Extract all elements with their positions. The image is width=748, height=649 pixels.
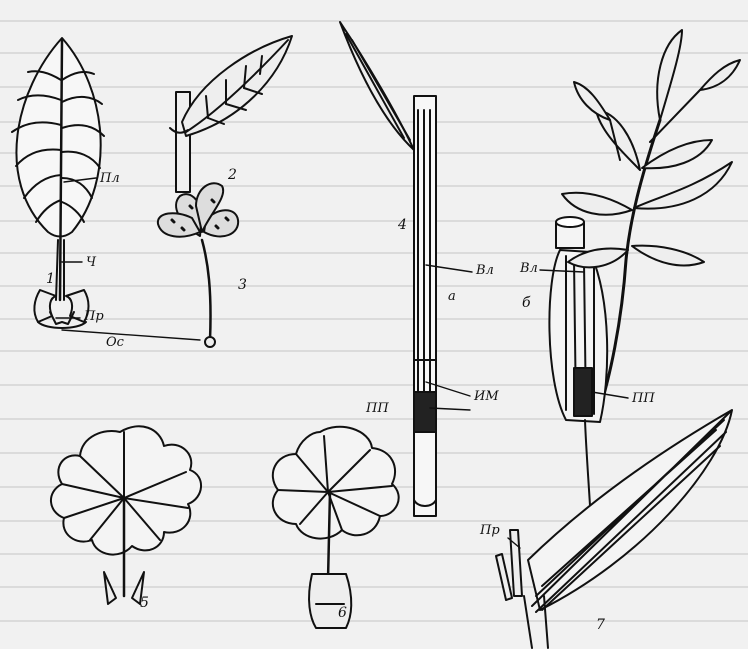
figure-letter-b: б <box>522 296 531 310</box>
leaf-b-compound-sheathing <box>549 30 740 540</box>
figure-number-4: 4 <box>398 218 407 232</box>
label-stipules-1: Пр <box>84 310 104 323</box>
label-sheath-4: Вл <box>476 264 494 277</box>
leaf-3-trifoliate <box>158 183 238 347</box>
figure-number-6: 6 <box>338 606 347 620</box>
figure-number-7: 7 <box>596 618 605 632</box>
figure-letter-a: а <box>448 290 456 303</box>
figure-number-5: 5 <box>140 596 149 610</box>
label-stipules-7: Пр <box>480 524 500 537</box>
figure-number-2: 2 <box>228 168 237 182</box>
label-intercalary: ИМ <box>474 390 499 403</box>
leaf-6-palmate-sheathed <box>273 427 399 628</box>
leaf-5-palmate <box>51 426 201 604</box>
leaf-7-lanceolate <box>496 410 732 648</box>
label-internode-b: ПП <box>632 392 655 405</box>
label-base: Ос <box>106 336 124 349</box>
leaf-1-simple-petiolate <box>12 38 104 328</box>
label-sheath-b: Вл <box>520 262 538 275</box>
figure-number-1: 1 <box>46 272 55 286</box>
label-blade: Пл <box>100 172 120 185</box>
label-petiole: Ч <box>86 256 96 269</box>
label-internode-4: ПП <box>366 402 389 415</box>
figure-number-3: 3 <box>238 278 247 292</box>
